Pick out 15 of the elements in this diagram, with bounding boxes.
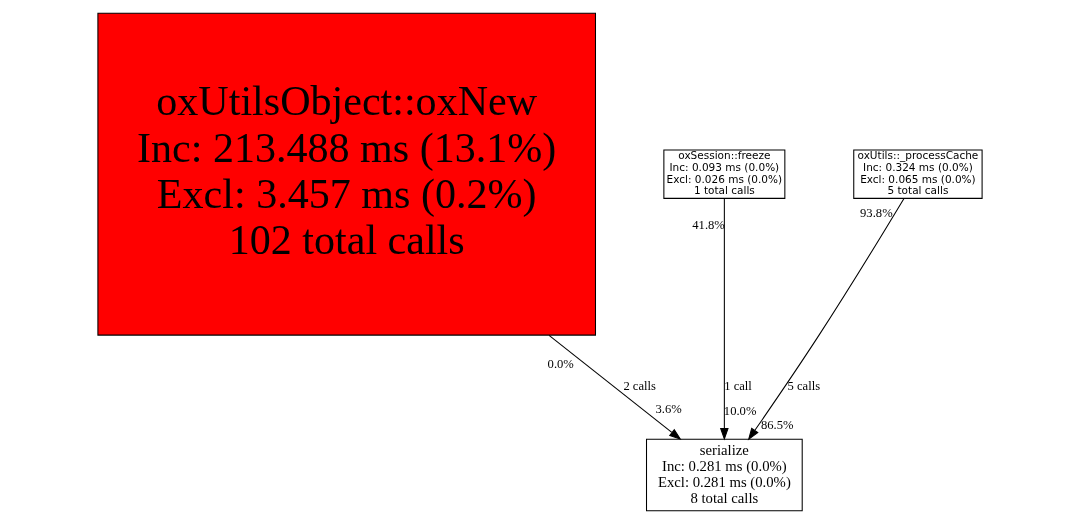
node-box: oxUtils::_processCache Inc: 0.324 ms (0.0%) Excl: 0.065 ms (0.0%) 5 total calls [853,148,983,199]
label: 10.0% [723,403,757,418]
node-box: serialize Inc: 0.281 ms (0.0%) Excl: 0.281 ms (0.0%) 8 total calls [646,438,803,511]
node-box: oxUtilsObject::oxNew Inc: 213.488 ms (13.1%) Excl: 3.457 ms (0.2%) 102 total calls [97,12,596,336]
arrow [548,334,682,440]
edge-label: 1 call [724,378,752,393]
node-box: oxSession::freeze Inc: 0.093 ms (0.0%) Excl: 0.026 ms (0.0%) 1 total calls [663,148,786,199]
arrow [747,197,905,440]
edge-label: 5 calls [787,378,821,393]
edge-label: 2 calls [623,378,656,393]
label: 0.0% [547,356,574,371]
label: 93.8% [860,205,893,220]
label: 3.6% [655,401,682,416]
arrow [719,197,729,440]
label: 86.5% [760,417,794,432]
